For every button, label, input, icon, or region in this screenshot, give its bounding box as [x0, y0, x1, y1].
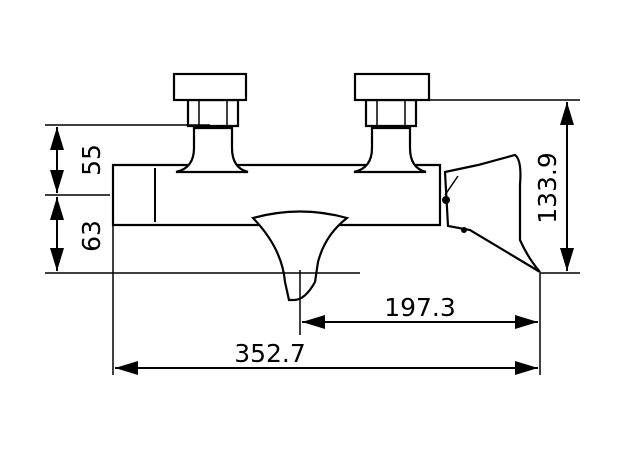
right-handle-top [353, 72, 431, 102]
dim-63: 63 [50, 197, 106, 271]
dim-352-7-label: 352.7 [234, 339, 306, 368]
dim-133-9: 133.9 [533, 102, 574, 271]
left-nut [186, 98, 240, 128]
main-body [111, 163, 442, 227]
extension-lines [45, 99, 580, 375]
dim-352-7: 352.7 [115, 339, 538, 375]
dim-55-label: 55 [77, 144, 106, 176]
faucet-body [111, 72, 541, 302]
lever-spout [443, 153, 541, 273]
dim-55: 55 [50, 127, 106, 193]
left-riser [175, 126, 249, 174]
left-handle-top [172, 72, 248, 102]
dim-197-3-label: 197.3 [384, 293, 456, 322]
dim-197-3: 197.3 [302, 293, 538, 329]
right-nut [364, 98, 418, 128]
diverter [250, 210, 350, 302]
dim-133-9-label: 133.9 [533, 152, 562, 224]
right-riser [353, 126, 427, 174]
dim-63-label: 63 [77, 220, 106, 252]
